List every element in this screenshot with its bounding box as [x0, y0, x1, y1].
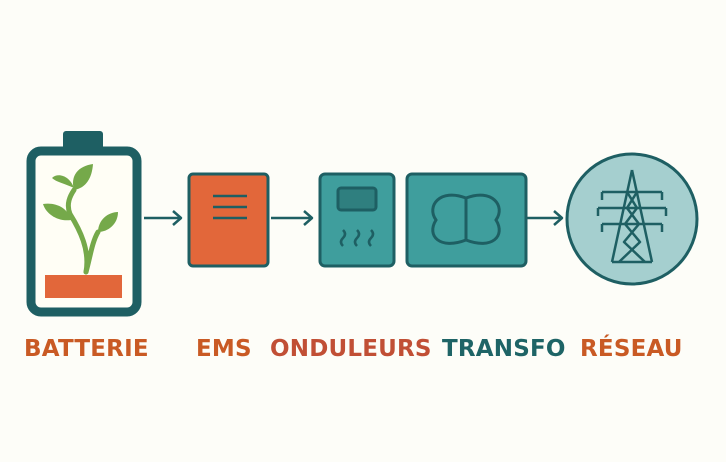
inverter-icon — [318, 172, 396, 268]
label-ems: EMS — [196, 336, 252, 362]
label-onduleurs: ONDULEURS — [270, 336, 432, 362]
battery-plant-icon — [26, 131, 142, 317]
arrow-transfo-reseau — [527, 210, 564, 226]
arrow-ems-onduleurs — [271, 210, 314, 226]
label-batterie: BATTERIE — [24, 336, 149, 362]
label-transfo: TRANSFO — [442, 336, 566, 362]
ems-box — [187, 172, 270, 268]
transformer-icon — [405, 172, 528, 268]
label-reseau: RÉSEAU — [580, 336, 683, 362]
power-pylon-icon — [565, 152, 699, 286]
arrow-batterie-ems — [144, 210, 183, 226]
